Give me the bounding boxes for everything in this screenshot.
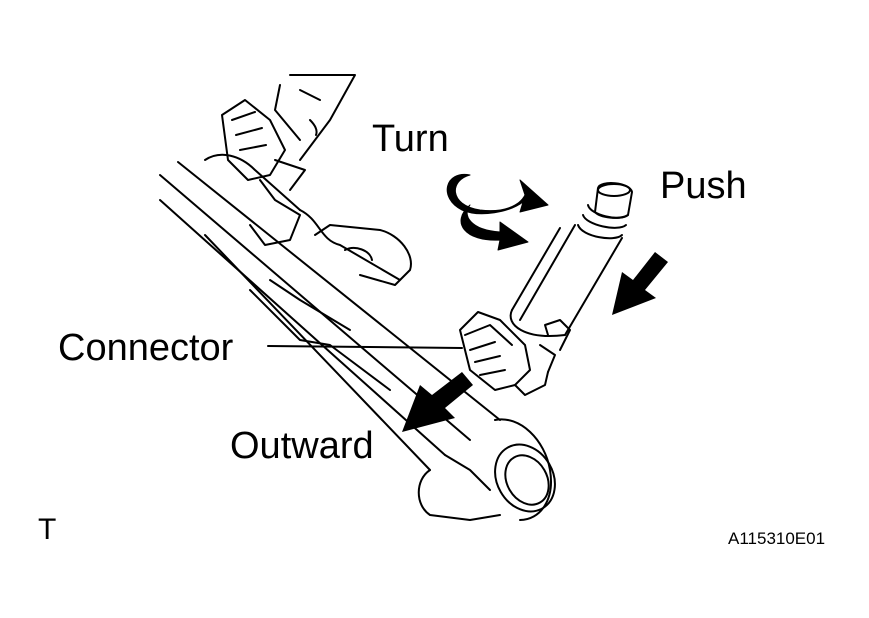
turn-label: Turn [372,118,449,160]
upper-injector [221,74,356,246]
connector-leader-line [267,345,463,349]
push-arrow [612,252,668,315]
push-label: Push [660,165,747,207]
turn-arrow [446,173,549,251]
fuel-rail [159,153,556,521]
figure-id: A115310E01 [728,529,826,548]
corner-mark: T [38,513,57,546]
outward-label: Outward [230,425,374,467]
outward-arrow [402,372,473,432]
connector-label: Connector [58,327,234,369]
removed-injector [459,182,633,396]
